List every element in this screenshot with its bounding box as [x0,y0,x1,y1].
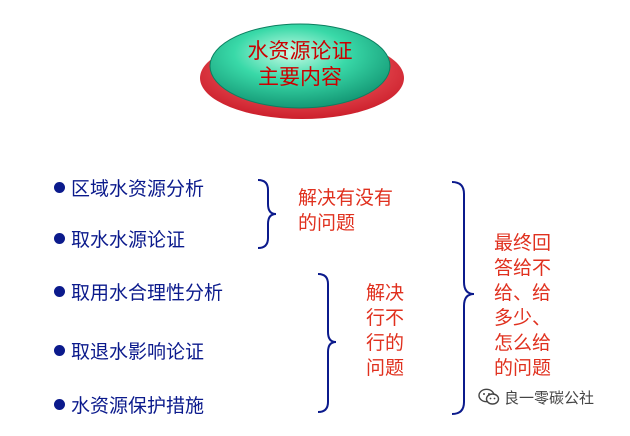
brace-overall [451,181,475,415]
note-group1-line: 解决有没有 [298,187,394,209]
note-group2-line: 行的 [366,332,405,354]
list-item-5: 水资源保护措施 [54,395,204,417]
note-overall: 最终回 答给不 给、给 多少、 怎么给 的问题 [494,231,551,381]
bullet-icon [54,286,65,297]
note-overall-line: 的问题 [494,357,552,379]
list-item-4: 取退水影响论证 [54,341,204,363]
wechat-icon [478,388,500,405]
note-overall-line: 给、给 [494,282,552,304]
list-item-label: 区域水资源分析 [71,178,205,200]
note-overall-line: 怎么给 [494,332,552,354]
brace-group2 [317,273,337,413]
title-line1: 水资源论证 [247,39,353,63]
watermark-text: 良一零碳公社 [504,389,595,407]
note-group2-line: 解决 [366,282,405,304]
list-item-2: 取水水源论证 [54,229,185,251]
title-ellipse-top [209,23,391,109]
list-item-label: 取退水影响论证 [71,341,205,363]
bullet-icon [54,233,65,244]
list-item-label: 取水水源论证 [71,229,186,251]
list-item-label: 水资源保护措施 [71,395,205,417]
note-overall-line: 多少、 [494,307,552,329]
list-item-1: 区域水资源分析 [54,178,204,200]
note-group2: 解决 行不 行的 问题 [366,281,404,381]
title: 水资源论证 主要内容 [222,38,378,90]
list-item-label: 取用水合理性分析 [71,282,224,304]
note-group1: 解决有没有 的问题 [298,186,393,236]
bullet-icon [54,399,65,410]
title-line2: 主要内容 [258,65,342,89]
brace-group1 [257,179,277,249]
note-overall-line: 最终回 [494,232,552,254]
note-group2-line: 行不 [366,307,405,329]
watermark: 良一零碳公社 [478,388,594,407]
list-item-3: 取用水合理性分析 [54,282,223,304]
bullet-icon [54,345,65,356]
note-group2-line: 问题 [366,357,405,379]
note-overall-line: 答给不 [494,257,552,279]
note-group1-line: 的问题 [298,212,356,234]
bullet-icon [54,182,65,193]
